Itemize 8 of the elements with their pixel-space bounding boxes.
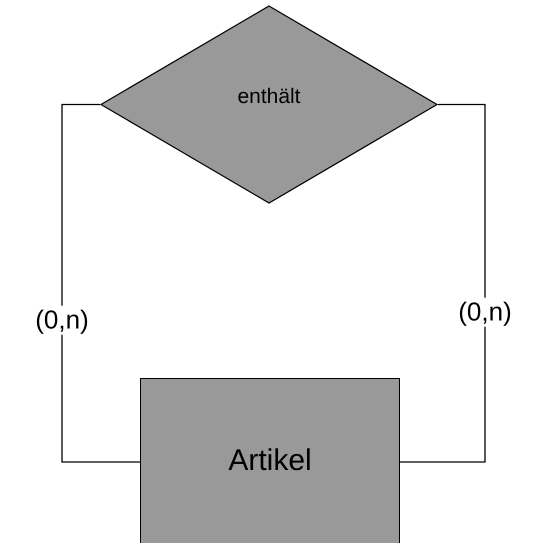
relationship-diamond (100, 5, 438, 204)
node-label: Artikel (228, 444, 312, 478)
entity-box (140, 378, 400, 543)
cardinality-label: (0,n) (34, 306, 90, 334)
node-label: enthält (237, 84, 301, 108)
connector-line (61, 104, 140, 463)
connector-line (400, 104, 486, 463)
cardinality-label: (0,n) (457, 298, 513, 326)
